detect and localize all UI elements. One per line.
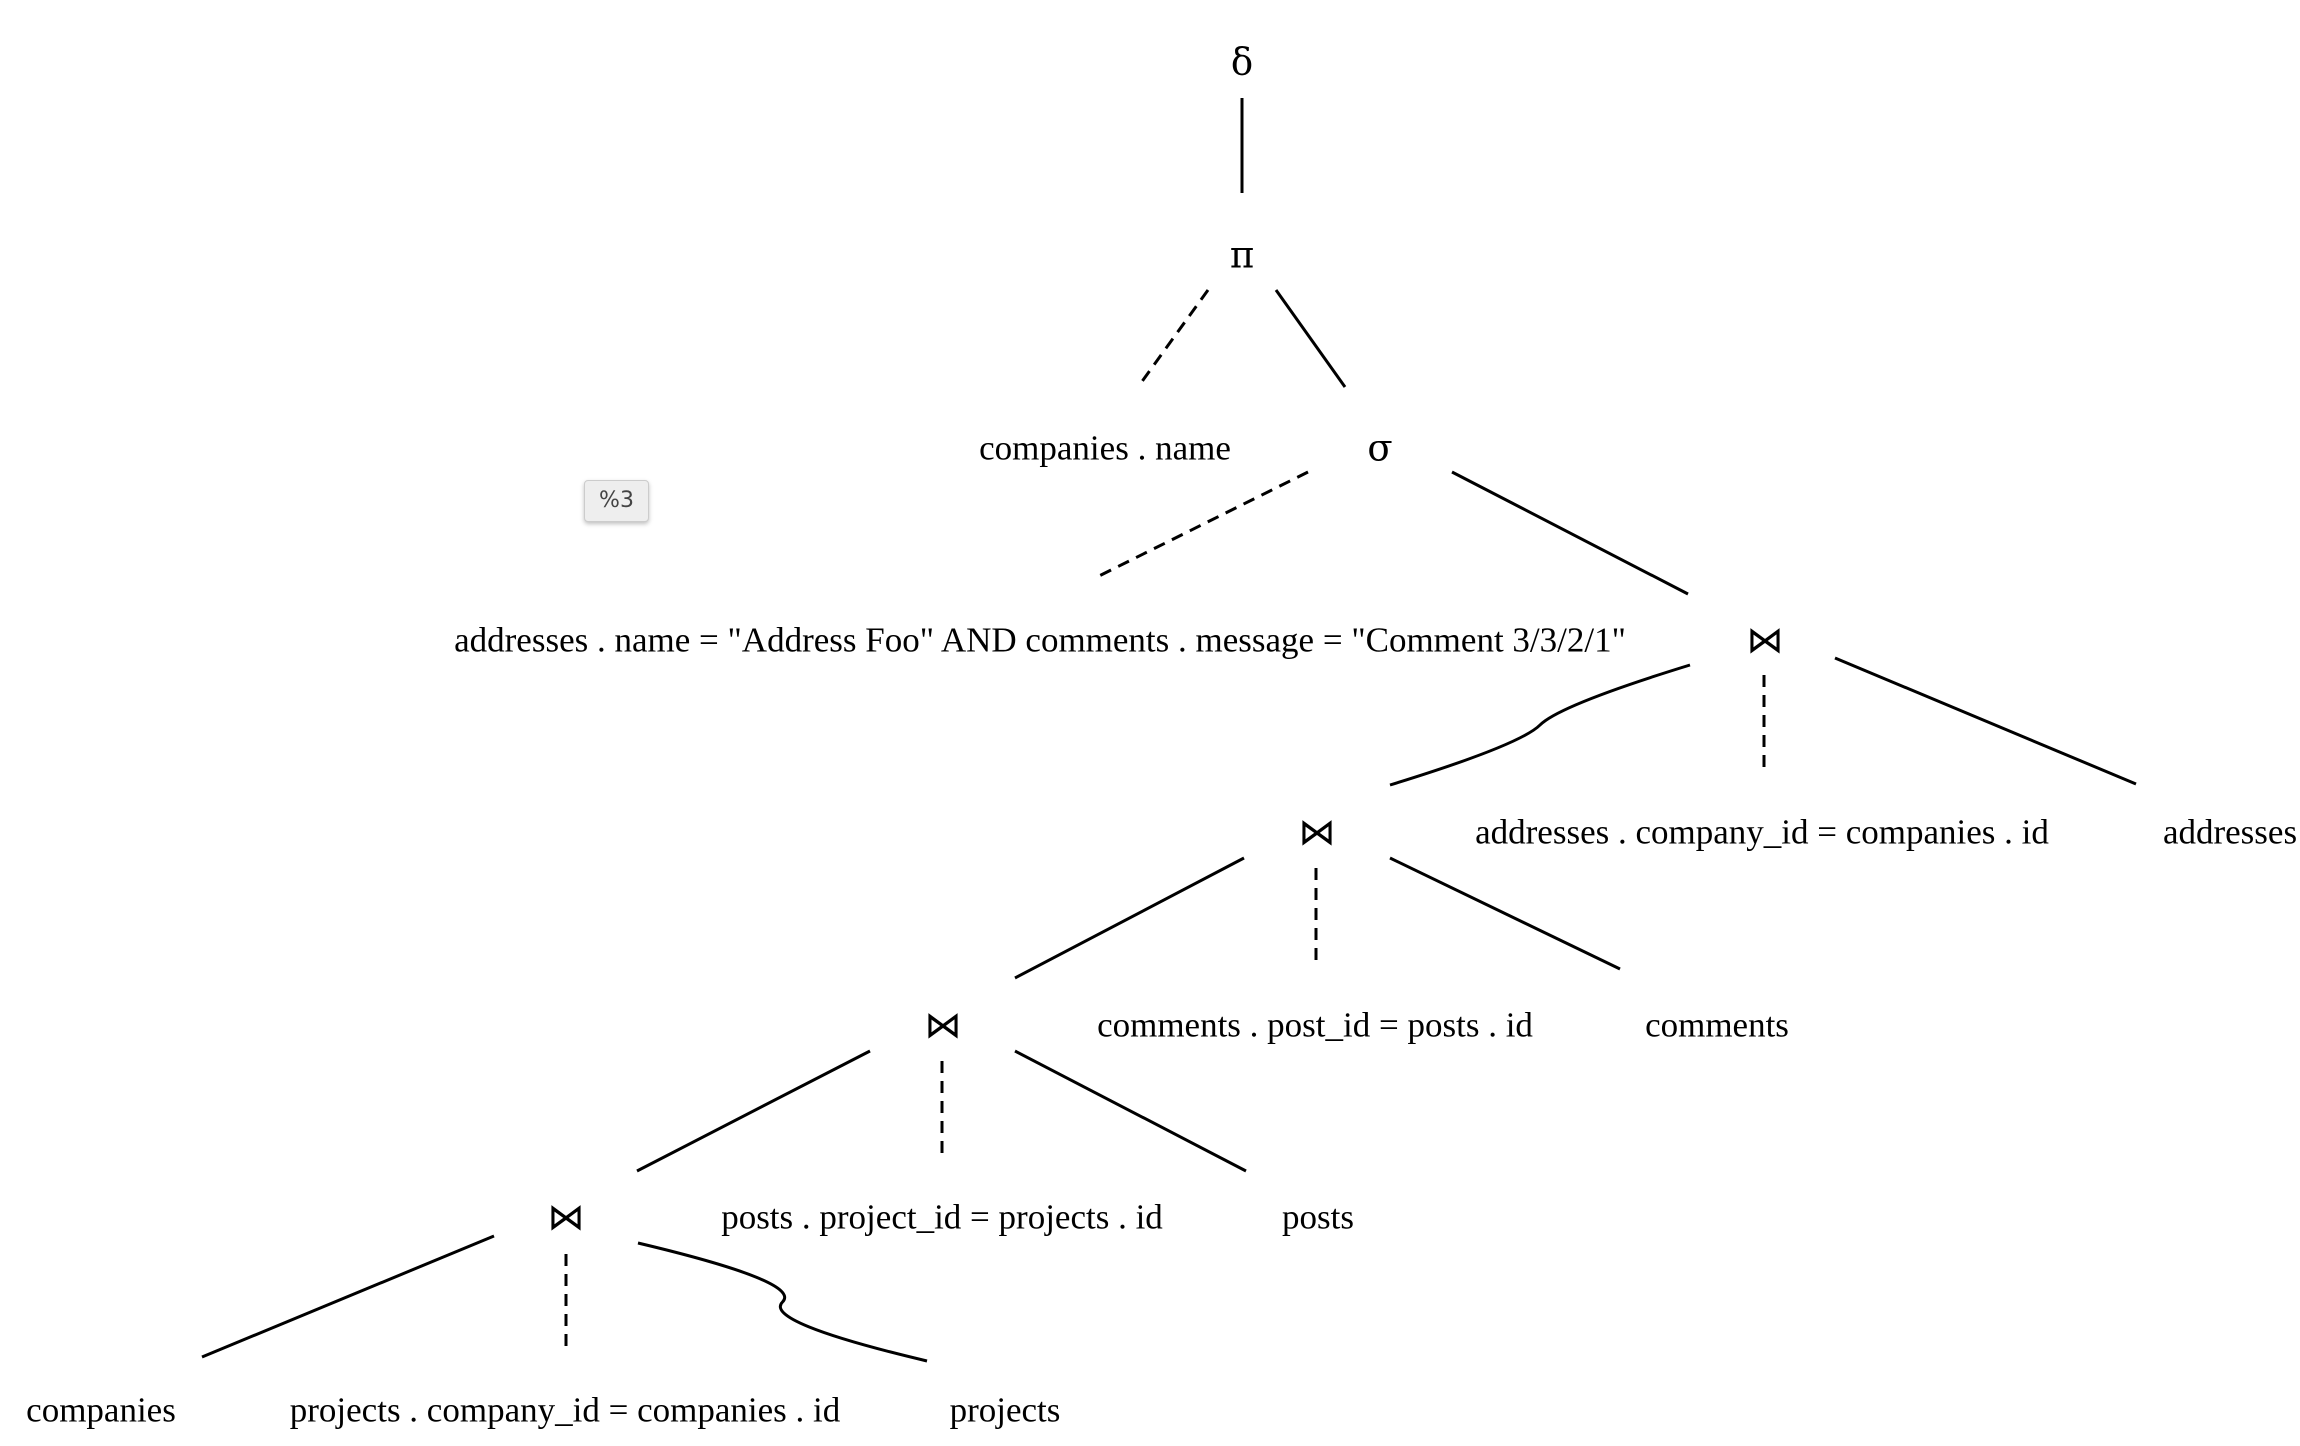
edge-join1-to-addresses xyxy=(1834,656,2137,786)
nodes-layer: δ π companies . name σ addresses . name = "A… xyxy=(26,41,2297,1430)
edge-join2-to-comments xyxy=(1389,856,1621,971)
node-join2: ⋈ xyxy=(1299,811,1336,854)
node-addresses: addresses xyxy=(2163,813,2297,852)
edge-pi-to-sigma xyxy=(1274,289,1347,388)
node-join4: ⋈ xyxy=(548,1196,585,1239)
node-projects: projects xyxy=(950,1391,1061,1430)
edge-join1-to-join2 xyxy=(1389,663,1691,787)
node-sigma: σ xyxy=(1367,427,1392,470)
node-join3: ⋈ xyxy=(925,1004,962,1047)
edge-join4-to-companies xyxy=(201,1234,495,1359)
edge-join4-to-projects xyxy=(637,1241,928,1363)
edge-join3-to-join4 xyxy=(636,1049,871,1173)
node-join1-cond: addresses . company_id = companies . id xyxy=(1475,813,2049,852)
node-tooltip: %3 xyxy=(584,480,649,522)
edge-pi-to-proj_attr xyxy=(1136,289,1210,388)
node-posts: posts xyxy=(1282,1198,1354,1237)
node-join4-cond: projects . company_id = companies . id xyxy=(290,1391,841,1430)
node-companies: companies xyxy=(26,1391,176,1430)
node-comments: comments xyxy=(1645,1006,1789,1045)
node-proj-attr: companies . name xyxy=(979,429,1231,468)
node-pi: π xyxy=(1230,234,1254,277)
edge-sigma-to-cond xyxy=(1094,470,1309,580)
node-join2-cond: comments . post_id = posts . id xyxy=(1097,1006,1533,1045)
node-join1: ⋈ xyxy=(1747,619,1784,662)
node-cond: addresses . name = "Address Foo" AND com… xyxy=(454,621,1626,660)
edge-join2-to-join3 xyxy=(1014,856,1245,980)
node-join3-cond: posts . project_id = projects . id xyxy=(721,1198,1163,1237)
edge-sigma-to-join1 xyxy=(1451,470,1689,596)
node-delta: δ xyxy=(1231,41,1253,84)
edges-layer xyxy=(201,98,2137,1363)
edge-join3-to-posts xyxy=(1014,1049,1247,1173)
